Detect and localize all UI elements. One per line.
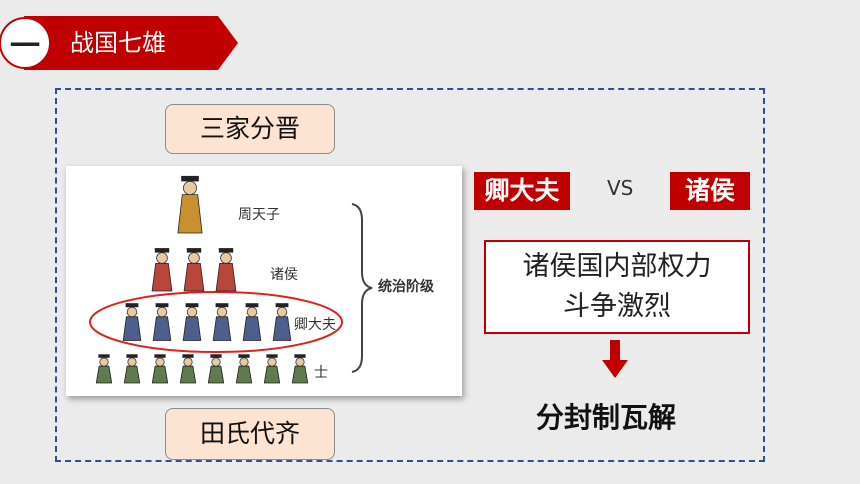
event-tag-sanjia: 三家分晋 — [165, 104, 335, 154]
figure-lord — [183, 248, 205, 292]
figure-scholar — [207, 354, 225, 384]
description-box: 诸侯国内部权力 斗争激烈 — [484, 240, 750, 334]
down-arrow-icon — [602, 340, 628, 378]
figure-scholar — [123, 354, 141, 384]
compare-right-tag: 诸侯 — [670, 172, 750, 210]
hierarchy-pyramid-image: 周天子 诸侯 卿大夫 士 统治阶级 — [66, 166, 462, 396]
section-title: 战国七雄 — [70, 29, 166, 57]
level-label-shi: 士 — [314, 365, 328, 381]
pyramid-figures — [89, 175, 373, 384]
level-label-zhuhou: 诸侯 — [270, 267, 298, 283]
figure-king — [177, 175, 203, 234]
highlight-ellipse — [89, 291, 343, 353]
figure-scholar — [235, 354, 253, 384]
section-banner: 一 战国七雄 — [0, 16, 240, 70]
banner-shape — [0, 16, 238, 70]
level-label-zhoutianzi: 周天子 — [238, 207, 280, 223]
figure-scholar — [263, 354, 281, 384]
bracket-label: 统治阶级 — [378, 279, 434, 295]
figure-scholar — [291, 354, 309, 384]
figure-minister — [182, 303, 202, 341]
event-tag-tianshi: 田氏代齐 — [165, 408, 335, 460]
vs-label: VS — [607, 176, 634, 200]
section-number: 一 — [10, 29, 40, 64]
figure-lord — [215, 248, 237, 292]
description-line-1: 诸侯国内部权力 — [522, 251, 712, 282]
compare-left-tag: 卿大夫 — [474, 172, 570, 210]
result-text: 分封制瓦解 — [536, 401, 677, 434]
figure-lord — [151, 248, 173, 292]
figure-scholar — [151, 354, 169, 384]
figure-scholar — [179, 354, 197, 384]
description-line-2: 斗争激烈 — [563, 291, 671, 322]
bracket — [351, 203, 373, 373]
level-label-qingdafu: 卿大夫 — [294, 317, 336, 333]
figure-minister — [272, 303, 292, 341]
figure-minister — [242, 303, 262, 341]
figure-minister — [152, 303, 172, 341]
figure-minister — [212, 303, 232, 341]
figure-minister — [122, 303, 142, 341]
content-frame — [55, 88, 765, 462]
figure-scholar — [95, 354, 113, 384]
